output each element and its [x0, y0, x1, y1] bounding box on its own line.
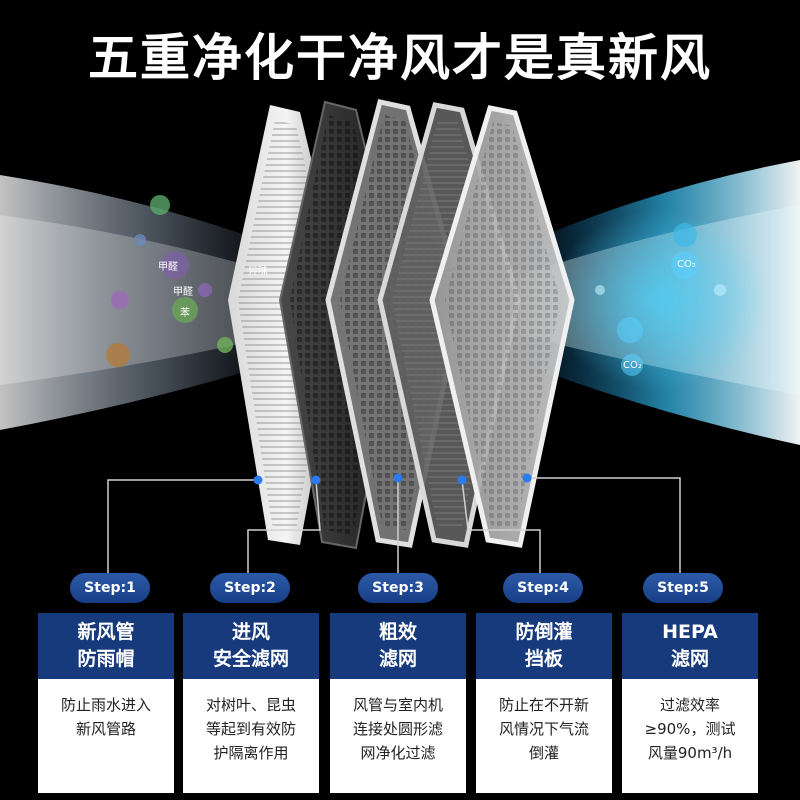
card-description: 防止在不开新 风情况下气流 倒灌 [476, 679, 612, 765]
step-3-badge: Step:3 [358, 573, 438, 603]
card-header: 新风管 防雨帽 [38, 613, 174, 679]
pollutant-label: 甲醛 [173, 287, 193, 298]
card-desc-line: 护隔离作用 [213, 744, 289, 762]
step-5-badge: Step:5 [643, 573, 723, 603]
step-3-marker [393, 473, 403, 483]
step-markers [253, 473, 532, 485]
step-5-marker [522, 473, 532, 483]
step-2-marker [311, 475, 321, 485]
card-desc-line: 风情况下气流 [498, 720, 589, 738]
clean-label: CO₂ [677, 259, 696, 270]
card-title-line: 新风管 [77, 621, 135, 643]
card-desc-line: 等起到有效防 [205, 720, 296, 738]
card-desc-line: 风管与室内机 [352, 696, 443, 714]
dirty-airflow [0, 175, 300, 430]
step-1-marker [253, 475, 263, 485]
card-desc-line: 倒灌 [528, 744, 559, 762]
connector-lines [107, 477, 681, 575]
card-title-line: 滤网 [378, 648, 417, 670]
step-4-marker [457, 475, 467, 485]
card-desc-line: 过滤效率 [659, 696, 720, 714]
step-1-badge: Step:1 [70, 573, 150, 603]
card-title-line: 挡板 [524, 648, 563, 670]
card-desc-line: 对树叶、昆虫 [205, 696, 296, 714]
card-description: 过滤效率 ≥90%，测试 风量90m³/h [622, 679, 758, 765]
step-1-card: 新风管 防雨帽 防止雨水进入 新风管路 [38, 613, 174, 793]
step-2-card: 进风 安全滤网 对树叶、昆虫 等起到有效防 护隔离作用 [183, 613, 319, 793]
clean-label: CO₂ [623, 360, 642, 371]
card-desc-line: 防止在不开新 [498, 696, 589, 714]
card-title-line: 滤网 [670, 648, 709, 670]
card-header: 粗效 滤网 [330, 613, 466, 679]
step-2-badge: Step:2 [210, 573, 290, 603]
card-desc-line: ≥90%，测试 [644, 720, 736, 738]
step-4-badge: Step:4 [503, 573, 583, 603]
card-description: 防止雨水进入 新风管路 [38, 679, 174, 741]
card-desc-line: 新风管路 [75, 720, 136, 738]
card-desc-line: 网净化过滤 [360, 744, 436, 762]
step-4-card: 防倒灌 挡板 防止在不开新 风情况下气流 倒灌 [476, 613, 612, 793]
card-title-line: HEPA [662, 621, 718, 643]
step-5-card: HEPA 滤网 过滤效率 ≥90%，测试 风量90m³/h [622, 613, 758, 793]
step-3-card: 粗效 滤网 风管与室内机 连接处圆形滤 网净化过滤 [330, 613, 466, 793]
card-header: 防倒灌 挡板 [476, 613, 612, 679]
card-header: 进风 安全滤网 [183, 613, 319, 679]
clean-airflow [500, 160, 800, 445]
card-title-line: 防倒灌 [515, 621, 573, 643]
card-desc-line: 风量90m³/h [647, 744, 733, 762]
pollutant-label: 甲醛 [158, 262, 178, 273]
clean-particles [595, 223, 726, 376]
card-title-line: 防雨帽 [77, 648, 135, 670]
card-description: 风管与室内机 连接处圆形滤 网净化过滤 [330, 679, 466, 765]
poster-title: 五重净化干净风才是真新风 [88, 29, 712, 87]
card-desc-line: 连接处圆形滤 [352, 720, 443, 738]
card-title-line: 安全滤网 [212, 648, 289, 670]
card-header: HEPA 滤网 [622, 613, 758, 679]
card-title-line: 进风 [231, 621, 270, 643]
pollutant-label: 异味 [248, 266, 268, 277]
card-title-line: 粗效 [378, 621, 417, 643]
filter-panel-5 [429, 105, 575, 548]
card-description: 对树叶、昆虫 等起到有效防 护隔离作用 [183, 679, 319, 765]
pollutant-label: 苯 [180, 308, 190, 319]
card-desc-line: 防止雨水进入 [60, 696, 151, 714]
